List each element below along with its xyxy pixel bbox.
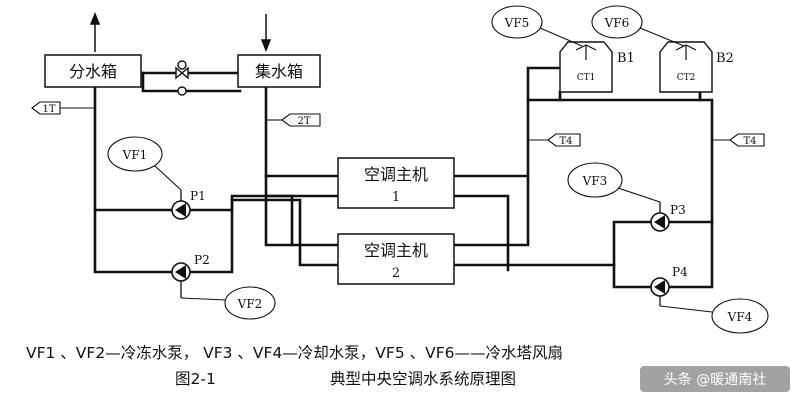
pipe-return-main: [264, 84, 340, 247]
chiller-2: 空调主机 2: [337, 233, 455, 285]
pump-p4-label: P4: [672, 265, 688, 279]
pump-p1-label: P1: [190, 189, 206, 203]
pump-icon: [654, 215, 665, 229]
vf2-label: VF2: [237, 297, 263, 311]
caption-legend: VF1 、VF2—冷冻水泵， VF3 、VF4—冷却水泵，VF5 、VF6——冷…: [26, 344, 563, 362]
sensor-1t: 1T: [42, 104, 55, 115]
chiller-2-num: 2: [392, 266, 400, 281]
bypass-valve-icon: [175, 60, 189, 96]
sensor-t4-left: T4: [559, 136, 572, 147]
vf3-label: VF3: [582, 174, 608, 188]
sensor-t4-right: T4: [743, 136, 756, 147]
pump-icon: [175, 203, 186, 217]
pipe-cond-ch1-ret: [453, 194, 510, 272]
pipe-pump-loop: [612, 220, 652, 289]
tower-1-inner: CT1: [577, 73, 596, 83]
flow-arrows: [89, 11, 272, 53]
caption-figure-number: 图2-1: [175, 370, 216, 388]
vf5-label: VF5: [504, 16, 530, 30]
pump-p3-label: P3: [670, 203, 686, 217]
vf4-label: VF4: [727, 310, 753, 324]
tower-2-inner: CT2: [677, 73, 696, 83]
pipe-cond-ch1-out: [453, 66, 562, 178]
tower-2-tag: B2: [716, 51, 734, 66]
pump-p1: P1: [171, 189, 206, 220]
fan-icon: [575, 44, 597, 60]
tower-1-tag: B1: [617, 51, 635, 66]
pipe-return-inner: [264, 194, 294, 247]
callouts: [107, 5, 769, 334]
watermark-bg: [640, 366, 790, 392]
sensor-2t: 2T: [297, 116, 310, 127]
vf1-label: VF1: [122, 148, 148, 162]
chiller-1-name: 空调主机: [364, 165, 428, 184]
vf6-label: VF6: [604, 16, 630, 30]
pipe-bypass-bottom: [141, 71, 242, 93]
tank-return-label: 集水箱: [255, 62, 303, 81]
sensor-tags: [31, 101, 765, 147]
chiller-1: 空调主机 1: [337, 157, 455, 209]
pump-p2: P2: [171, 253, 210, 298]
tank-supply: 分水箱: [44, 54, 142, 88]
pump-icon: [175, 265, 186, 279]
fan-icon: [675, 44, 697, 60]
pump-p4: P4: [650, 265, 688, 306]
watermark: 头条 @暖通南社: [664, 371, 766, 388]
arrowhead-up: [89, 11, 101, 25]
tank-return: 集水箱: [237, 54, 321, 88]
pipe-p1-discharge: [188, 194, 340, 212]
pipe-supply-main: [93, 84, 174, 274]
tank-supply-label: 分水箱: [69, 62, 117, 81]
chiller-2-name: 空调主机: [364, 241, 428, 260]
cooling-tower-2: CT2 B2: [659, 41, 734, 93]
caption-title: 典型中央空调水系统原理图: [330, 370, 516, 388]
pipes: [93, 66, 714, 289]
pump-p2-label: P2: [194, 253, 210, 267]
arrowhead-down: [260, 39, 272, 53]
pump-p3: P3: [650, 202, 686, 232]
cooling-tower-1: CT1 B1: [559, 41, 635, 93]
chiller-1-num: 1: [392, 190, 400, 205]
pipe-cond-ch2-out: [453, 174, 530, 247]
pump-icon: [654, 280, 665, 294]
